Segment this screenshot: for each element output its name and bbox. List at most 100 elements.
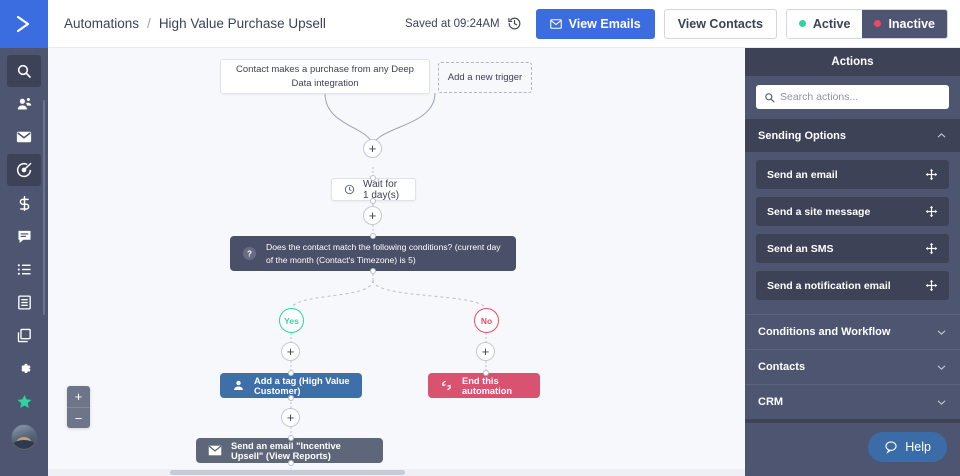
search-icon (16, 63, 32, 79)
action-send-an-sms[interactable]: Send an SMS (756, 234, 949, 263)
chat-bubble-icon (884, 440, 898, 454)
star-icon (16, 393, 33, 410)
canvas-hscrollbar[interactable] (48, 469, 745, 476)
left-nav-rail (0, 0, 48, 476)
action-label: Send an SMS (767, 242, 834, 255)
search-icon (764, 92, 775, 103)
app-logo[interactable] (0, 0, 48, 48)
top-header: Automations / High Value Purchase Upsell… (48, 0, 960, 48)
chevron-down-icon (936, 397, 947, 408)
end-automation-node[interactable]: End this automation (428, 373, 540, 398)
status-inactive-option[interactable]: Inactive (862, 9, 947, 38)
action-send-a-notification-email[interactable]: Send a notification email (756, 271, 949, 300)
chevron-double-right-logo-icon (12, 12, 36, 36)
branch-yes-label: Yes (284, 315, 299, 326)
sidebar-item-automations[interactable] (7, 154, 41, 186)
action-send-an-email[interactable]: Send an email (756, 160, 949, 189)
breadcrumb-separator: / (147, 16, 151, 31)
help-button[interactable]: Help (868, 432, 947, 462)
automation-canvas[interactable]: Contact makes a purchase from any Deep D… (48, 48, 745, 476)
actions-panel: Actions Sending Options Send an email (745, 48, 960, 476)
section-label: Contacts (758, 361, 806, 373)
help-label: Help (905, 440, 931, 454)
add-step-button-yes[interactable]: + (281, 342, 300, 361)
wait-node-label: Wait for 1 day(s) (363, 178, 400, 201)
view-contacts-label: View Contacts (677, 16, 763, 31)
branch-yes-badge[interactable]: Yes (279, 308, 304, 333)
panel-divider (745, 419, 960, 423)
node-port (370, 233, 376, 239)
drag-move-icon[interactable] (925, 205, 938, 218)
view-emails-button[interactable]: View Emails (535, 8, 655, 39)
drag-move-icon[interactable] (925, 242, 938, 255)
sidebar-item-conversations[interactable] (7, 220, 41, 252)
page-title: High Value Purchase Upsell (158, 16, 326, 31)
action-label: Send an email (767, 168, 838, 181)
action-send-a-site-message[interactable]: Send a site message (756, 197, 949, 226)
view-contacts-button[interactable]: View Contacts (663, 8, 777, 39)
send-email-node-label: Send an email "Incentive Upsell" (View R… (231, 440, 341, 461)
canvas-zoom-controls: + − (67, 386, 90, 428)
zoom-out-button[interactable]: − (67, 407, 90, 428)
add-step-button-2[interactable]: + (363, 206, 382, 225)
condition-node[interactable]: ? Does the contact match the following c… (230, 236, 516, 271)
status-active-option[interactable]: Active (786, 9, 863, 38)
forms-icon (16, 294, 33, 311)
sidebar-item-search[interactable] (7, 55, 41, 87)
action-label: Send a site message (767, 205, 871, 218)
plus-icon: + (286, 410, 295, 425)
add-step-button-1[interactable]: + (363, 139, 382, 158)
section-contacts[interactable]: Contacts (745, 349, 960, 384)
branch-no-badge[interactable]: No (474, 308, 499, 333)
active-status-dot (798, 20, 806, 27)
node-port (483, 370, 489, 376)
drag-move-icon[interactable] (925, 168, 938, 181)
sidebar-item-deals[interactable] (7, 187, 41, 219)
trigger-node-label: Contact makes a purchase from any Deep D… (236, 63, 414, 89)
add-step-button-no[interactable]: + (476, 342, 495, 361)
sidebar-item-favorites[interactable] (7, 385, 41, 417)
breadcrumb-automations[interactable]: Automations (64, 16, 140, 31)
pages-icon (16, 327, 33, 344)
sidebar-item-contacts[interactable] (7, 88, 41, 120)
add-step-button-3[interactable]: + (281, 408, 300, 427)
sidebar-item-lists[interactable] (7, 253, 41, 285)
section-conditions-and-workflow[interactable]: Conditions and Workflow (745, 314, 960, 349)
sidebar-item-pages[interactable] (7, 319, 41, 351)
avatar[interactable] (11, 424, 37, 450)
node-port (370, 175, 376, 181)
add-trigger-node[interactable]: Add a new trigger (438, 62, 532, 93)
plus-icon: + (481, 344, 490, 359)
contacts-icon (16, 96, 33, 113)
sidebar-item-forms[interactable] (7, 286, 41, 318)
node-port (288, 395, 294, 401)
conversations-icon (16, 228, 33, 245)
condition-node-label: Does the contact match the following con… (266, 241, 501, 265)
action-label: Send a notification email (767, 279, 891, 292)
add-tag-node[interactable]: Add a tag (High Value Customer) (220, 373, 362, 398)
sidebar-item-settings[interactable] (7, 352, 41, 384)
trigger-node[interactable]: Contact makes a purchase from any Deep D… (220, 59, 430, 94)
history-clock-icon[interactable] (507, 16, 522, 31)
status-active-label: Active (812, 16, 851, 31)
lists-icon (16, 261, 33, 278)
search-actions-input[interactable] (780, 91, 941, 103)
node-port (288, 435, 294, 441)
send-email-node[interactable]: Send an email "Incentive Upsell" (View R… (196, 438, 383, 463)
rail-scrollbar[interactable] (43, 100, 45, 315)
canvas-hscrollbar-thumb[interactable] (170, 470, 405, 475)
search-actions-field[interactable] (756, 85, 949, 109)
drag-move-icon[interactable] (925, 279, 938, 292)
sidebar-item-campaigns[interactable] (7, 121, 41, 153)
svg-text:?: ? (247, 249, 252, 258)
section-label: CRM (758, 396, 784, 408)
section-label: Conditions and Workflow (758, 326, 891, 338)
node-port (370, 268, 376, 274)
add-trigger-label: Add a new trigger (447, 72, 523, 83)
group-sending-options[interactable]: Sending Options (745, 119, 960, 152)
zoom-in-button[interactable]: + (67, 386, 90, 407)
zoom-out-icon: − (74, 410, 83, 426)
clock-icon (344, 184, 355, 195)
section-crm[interactable]: CRM (745, 384, 960, 419)
